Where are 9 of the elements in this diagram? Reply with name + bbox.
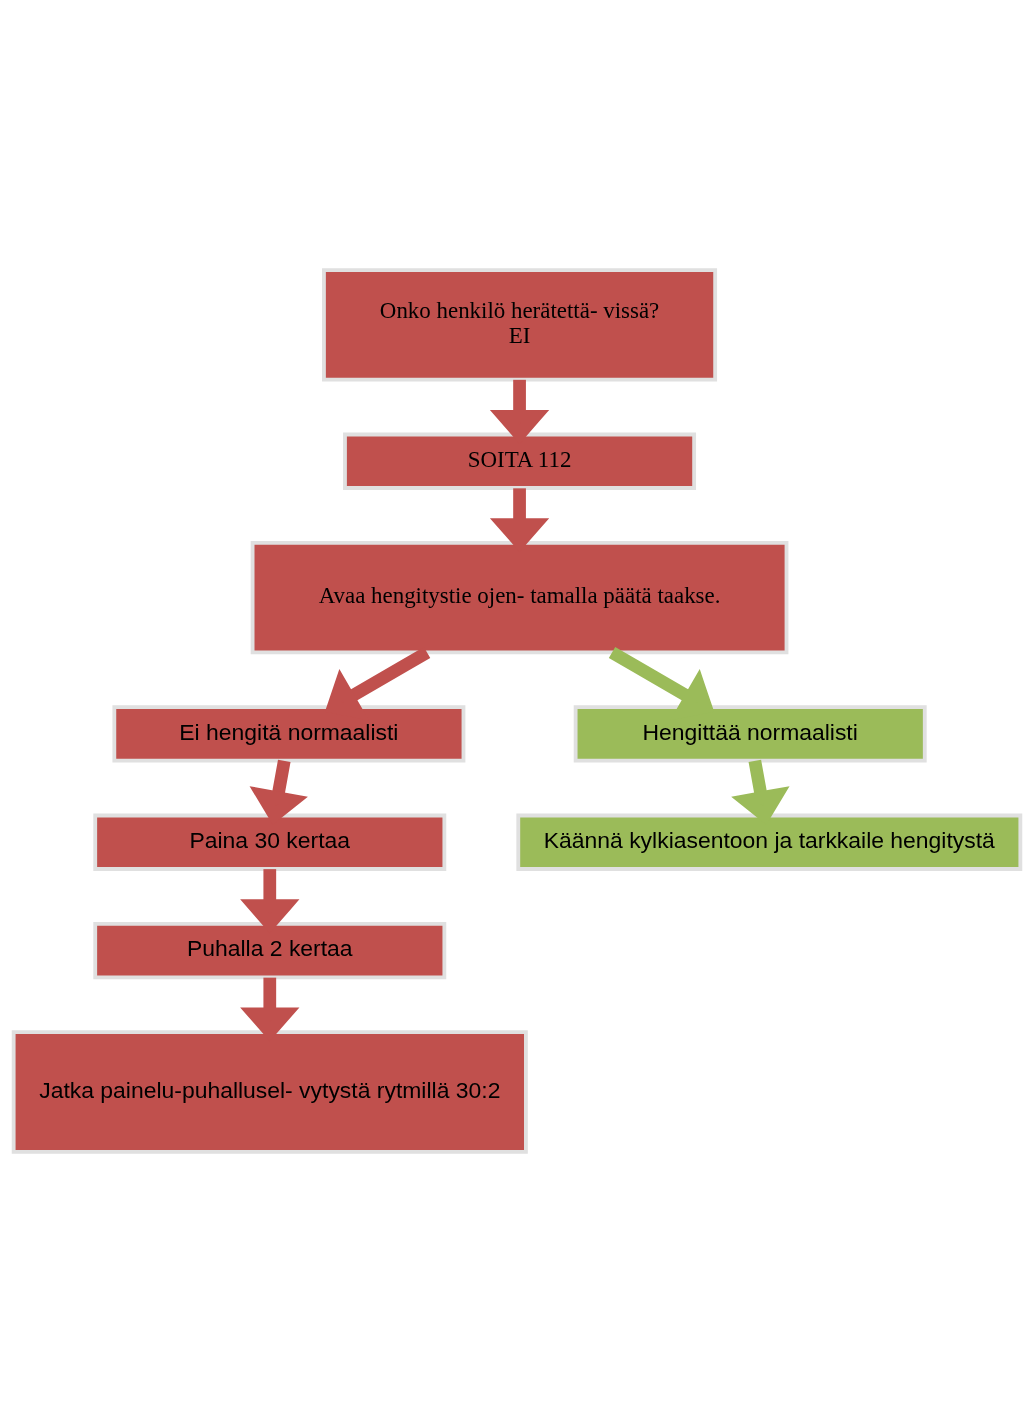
node-box: Puhalla 2 kertaa: [93, 921, 447, 979]
node-box: Käännä kylkiasentoon ja tarkkaile hengitystä: [516, 813, 1023, 871]
node-box: Jatka painelu-puhallusel- vytystä rytmillä 30:2: [11, 1029, 528, 1154]
node-box: Hengittää normaalisti: [573, 704, 927, 763]
node-box: Avaa hengitystie ojen- tamalla päätä taakse.: [250, 540, 789, 654]
node-box: Ei hengitä normaalisti: [112, 704, 466, 763]
node-box: SOITA 112: [343, 432, 697, 490]
node-box: Onko henkilö herätettä- vissä? EI: [322, 267, 718, 382]
node-box: Paina 30 kertaa: [93, 813, 447, 871]
